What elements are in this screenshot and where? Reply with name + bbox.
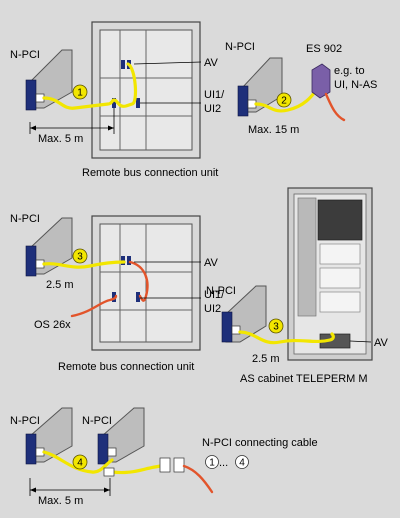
yellow-cable-3 xyxy=(42,260,126,269)
panel-remote-bus-2: 3 N-PCI 2.5 m AV UI1/ UI2 OS 26x Remote … xyxy=(10,213,225,373)
max-length-5: Max. 5 m xyxy=(38,495,83,507)
range-end: 4 xyxy=(239,458,245,469)
av-label-4: AV xyxy=(374,337,389,349)
caption-remote-bus-1: Remote bus connection unit xyxy=(82,167,218,179)
cabinet-rail xyxy=(297,197,317,317)
av-module xyxy=(121,60,125,69)
npci-label-2: N-PCI xyxy=(225,41,255,53)
npci-bracket-4 xyxy=(221,311,233,343)
npci-bracket-5a xyxy=(25,433,37,465)
callout-2-text: 2 xyxy=(281,96,287,107)
callout-3 xyxy=(72,248,88,264)
callout-5-text: 4 xyxy=(77,458,83,469)
orange-cable-2 xyxy=(324,92,346,122)
panel-teleperm: 3 N-PCI 2.5 m AV AS cabinet TELEPERM M xyxy=(206,187,389,385)
ui-module-2 xyxy=(112,292,116,302)
length-label-3: 2.5 m xyxy=(46,279,74,291)
orange-cable-5 xyxy=(182,464,214,494)
yellow-cable-5a xyxy=(42,450,114,474)
callout-4-text: 3 xyxy=(273,322,279,333)
npci-bracket-3 xyxy=(25,245,37,277)
npci-bracket xyxy=(25,79,37,111)
range-dots: ... xyxy=(219,457,228,469)
npci-label-5b: N-PCI xyxy=(82,415,112,427)
orange-cable-3b xyxy=(128,260,149,302)
orange-cable-3a xyxy=(70,294,118,318)
npci-cable-label: N-PCI connecting cable xyxy=(202,437,318,449)
yellow-cable-4 xyxy=(238,330,335,345)
npci-label-3: N-PCI xyxy=(10,213,40,225)
av-label-1: AV xyxy=(204,57,219,69)
callout-1-text: 1 xyxy=(77,88,83,99)
yellow-cable-1 xyxy=(42,62,138,110)
npci-bracket-2 xyxy=(237,85,249,117)
ui-label-1a: UI1/ xyxy=(204,89,225,101)
ui-label-3b: UI2 xyxy=(204,303,221,315)
eg-label-a: e.g. to xyxy=(334,65,365,77)
range-start: 1 xyxy=(209,458,215,469)
panel-es902: 2 N-PCI ES 902 e.g. to UI, N-AS Max. 15 … xyxy=(225,41,377,136)
cabinet-rack xyxy=(317,199,363,241)
range-end-circle xyxy=(235,455,249,469)
caption-remote-bus-2: Remote bus connection unit xyxy=(58,361,194,373)
t-connector xyxy=(103,467,115,477)
max-length-1: Max. 5 m xyxy=(38,133,83,145)
callout-5 xyxy=(72,454,88,470)
eg-label-b: UI, N-AS xyxy=(334,79,377,91)
yellow-cable-5b xyxy=(110,462,170,475)
ui-label-1b: UI2 xyxy=(204,103,221,115)
callout-3-text: 3 xyxy=(77,252,83,263)
callout-4 xyxy=(268,318,284,334)
npci-label-5a: N-PCI xyxy=(10,415,40,427)
npci-label-1: N-PCI xyxy=(10,49,40,61)
npci-label-4: N-PCI xyxy=(206,285,236,297)
yellow-cable-2 xyxy=(254,86,320,113)
cable-connector-a xyxy=(159,457,171,473)
ui-module xyxy=(112,98,116,108)
os26x-label: OS 26x xyxy=(34,319,71,331)
av-label-3: AV xyxy=(204,257,219,269)
panel-npci-cable: 4 N-PCI N-PCI Max. 5 m N-PCI connecting … xyxy=(10,407,318,507)
ui-label-3a: UI1/ xyxy=(204,289,225,301)
es902-connector xyxy=(311,63,331,99)
max-length-2: Max. 15 m xyxy=(248,124,299,136)
npci-bracket-5b xyxy=(97,433,109,465)
caption-teleperm: AS cabinet TELEPERM M xyxy=(240,373,368,385)
range-start-circle xyxy=(205,455,219,469)
cable-connector-b xyxy=(173,457,185,473)
callout-2 xyxy=(276,92,292,108)
panel-remote-bus-1: 1 N-PCI AV UI1/ UI2 Max. 5 m Remote bus … xyxy=(10,21,225,179)
length-label-4: 2.5 m xyxy=(252,353,280,365)
callout-1 xyxy=(72,84,88,100)
es902-label: ES 902 xyxy=(306,43,342,55)
